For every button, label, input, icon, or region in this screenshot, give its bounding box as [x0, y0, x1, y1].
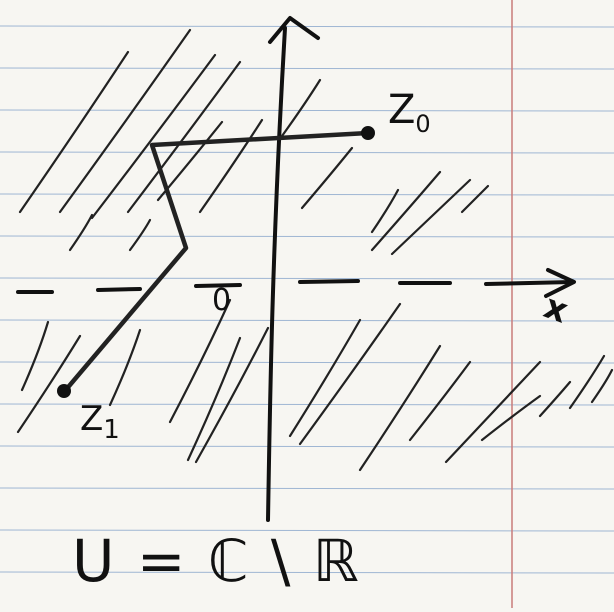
- hatch-stroke: [58, 28, 192, 214]
- hatch-stroke: [300, 146, 354, 210]
- imaginary-axis: [266, 26, 287, 522]
- hatch-stroke: [126, 60, 242, 214]
- hatch-stroke: [194, 326, 270, 464]
- real-axis: [16, 279, 574, 294]
- ruled-line: [0, 193, 614, 196]
- imaginary-axis-arrowhead: [268, 16, 320, 44]
- hatch-stroke: [460, 184, 490, 214]
- hatch-stroke: [358, 344, 442, 472]
- point-z1: [57, 384, 71, 398]
- domain-caption: U = ℂ \ ℝ: [72, 527, 361, 595]
- hatch-stroke: [590, 368, 614, 404]
- upper-half-plane-hatching: [18, 28, 490, 256]
- hatch-stroke: [370, 170, 442, 252]
- hatch-stroke: [20, 320, 50, 392]
- hatch-stroke: [298, 302, 402, 446]
- ruled-line: [0, 25, 614, 28]
- ruled-line: [0, 151, 614, 154]
- z0-label: Z0: [388, 87, 431, 138]
- polygonal-path: [61, 130, 371, 395]
- hatch-stroke: [538, 380, 572, 418]
- lower-half-plane-hatching: [16, 298, 614, 472]
- z1-label: Z1: [80, 399, 120, 445]
- hatch-stroke: [128, 218, 152, 252]
- hatch-stroke: [280, 78, 322, 138]
- ruled-line: [0, 109, 614, 112]
- point-z0: [361, 126, 375, 140]
- hatch-stroke: [198, 118, 264, 214]
- ruled-line: [0, 277, 614, 280]
- hatch-stroke: [568, 354, 606, 410]
- hatch-stroke: [408, 360, 472, 442]
- hatch-stroke: [18, 50, 130, 214]
- hatch-stroke: [90, 53, 217, 220]
- ruled-line: [0, 319, 614, 322]
- hatch-stroke: [390, 178, 472, 256]
- real-axis-arrowhead: [544, 268, 576, 298]
- hatch-stroke: [186, 336, 242, 462]
- hatch-stroke: [108, 328, 142, 407]
- hatch-stroke: [16, 334, 82, 434]
- ruled-lines: [0, 25, 614, 574]
- hatch-stroke: [288, 318, 362, 438]
- ruled-line: [0, 67, 614, 70]
- hatch-stroke: [168, 298, 232, 424]
- ruled-line: [0, 235, 614, 238]
- ruled-line: [0, 487, 614, 490]
- hatch-stroke: [68, 213, 94, 252]
- origin-label: 0: [212, 283, 232, 318]
- hatch-stroke: [370, 188, 400, 234]
- hatch-stroke: [480, 394, 542, 442]
- ruled-line: [0, 445, 614, 448]
- hatch-stroke: [444, 360, 542, 464]
